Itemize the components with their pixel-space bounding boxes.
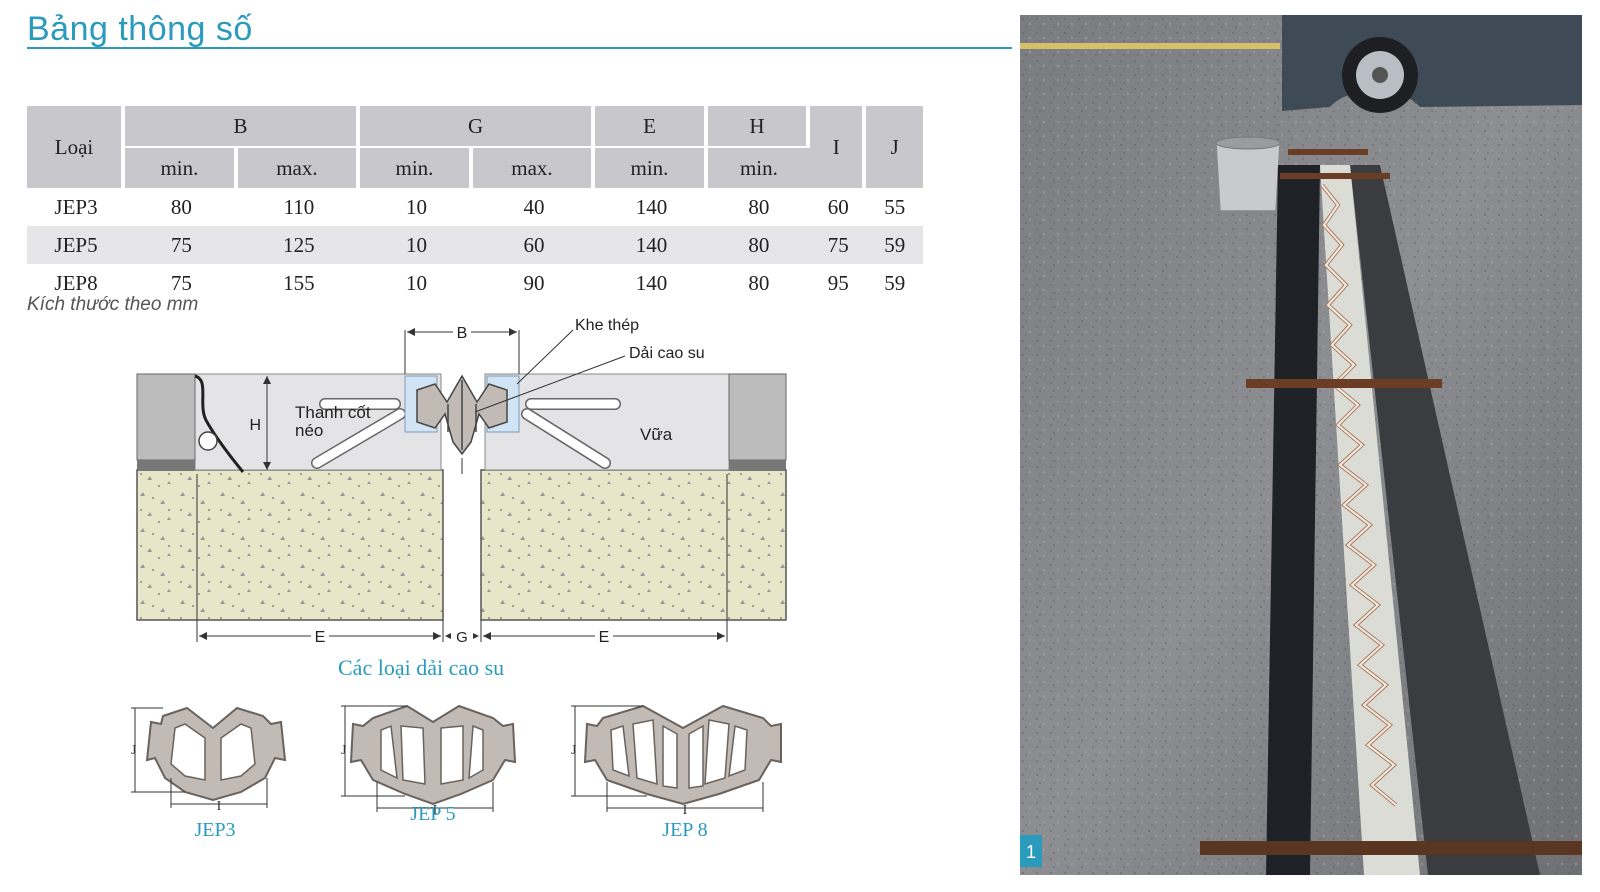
dim-h-label: H [249, 417, 261, 434]
col-header-g-max: max. [472, 146, 596, 188]
profile-jep3-j-label: J [131, 743, 137, 758]
table-row: JEP8 75 155 10 90 140 80 95 59 [27, 264, 923, 302]
unit-note: Kích thước theo mm [27, 294, 199, 315]
profile-jep8-i-label: I [683, 803, 688, 818]
label-dai-cao-su: Dải cao su [629, 345, 705, 362]
col-header-b: B [125, 106, 361, 146]
cell-j: 59 [866, 226, 923, 264]
photo-badge: 1 [1026, 842, 1036, 862]
profile-jep5-name: JEP 5 [410, 803, 455, 825]
cell-j: 55 [884, 194, 906, 219]
cell-type: JEP5 [27, 226, 125, 264]
profile-jep8-j-label: J [571, 743, 577, 758]
table-header-row: Loại B G E H I J [27, 106, 923, 188]
section-title-rubber-types: Các loại dải cao su [338, 655, 505, 680]
col-header-b-max: max. [237, 146, 361, 188]
table-row: JEP5 75 125 10 60 140 80 75 59 [27, 226, 923, 264]
title-rule [27, 47, 1012, 49]
dim-b-label: B [457, 325, 468, 342]
cell-g-max: 60 [472, 226, 596, 264]
col-header-g-min: min. [360, 146, 473, 188]
page-title: Bảng thông số [27, 10, 253, 48]
cell-i: 75 [809, 226, 867, 264]
cell-b-min: 80 [170, 194, 192, 219]
profile-jep3: J I JEP3 [131, 706, 287, 841]
profile-jep5: J I JEP 5 [341, 704, 517, 825]
cell-b-min: 75 [170, 270, 192, 295]
table-row: JEP3 80 110 10 40 140 80 60 55 [27, 188, 923, 226]
dim-g-label: G [456, 629, 468, 646]
profile-jep8-name: JEP 8 [662, 819, 707, 841]
cell-type: JEP3 [54, 194, 98, 219]
rubber-profiles: J I JEP3 J I JEP 5 J [131, 704, 782, 841]
label-khe-thep: Khe thép [575, 317, 639, 334]
col-header-h: H [707, 106, 810, 146]
installation-photo: 1 [1020, 15, 1582, 875]
cell-j: 59 [884, 270, 906, 295]
cell-h-min: 80 [707, 226, 810, 264]
cell-b-max: 125 [237, 226, 361, 264]
col-header-type: Loại [27, 106, 125, 188]
profile-jep5-i-label: I [433, 803, 438, 818]
col-header-g: G [360, 106, 596, 146]
cell-i: 60 [827, 194, 849, 219]
cell-b-max: 155 [283, 270, 315, 295]
col-header-j: J [866, 106, 923, 188]
cell-i: 95 [827, 270, 849, 295]
col-header-i: I [809, 106, 867, 188]
cell-g-min: 10 [405, 194, 427, 219]
cell-g-max: 40 [523, 194, 545, 219]
cell-e-min: 140 [595, 226, 708, 264]
cell-g-min: 10 [405, 270, 427, 295]
cell-h-min: 80 [748, 194, 770, 219]
table-subheader-row: min. max. min. max. min. min. [27, 146, 923, 188]
dim-e-right-label: E [599, 629, 610, 646]
cell-type: JEP8 [54, 270, 98, 295]
col-header-h-min: min. [707, 146, 810, 188]
col-header-e-min: min. [595, 146, 708, 188]
profile-jep3-name: JEP3 [194, 819, 235, 841]
col-header-b-min: min. [125, 146, 238, 188]
profile-jep8: J I JEP 8 [571, 704, 782, 841]
cell-h-min: 80 [748, 270, 770, 295]
spec-table: Loại B G E H I J min. max. min. max. min… [27, 106, 923, 302]
cell-e-min: 140 [635, 194, 668, 219]
label-vua: Vữa [640, 425, 673, 444]
profile-jep5-j-label: J [341, 743, 347, 758]
label-thanh-cot-neo-line2: néo [295, 421, 323, 440]
dim-e-left-label: E [315, 629, 326, 646]
cell-g-min: 10 [360, 226, 473, 264]
cell-e-min: 140 [635, 270, 668, 295]
cell-b-max: 110 [283, 194, 315, 219]
profile-jep3-i-label: I [217, 799, 222, 814]
col-header-e: E [595, 106, 708, 146]
cell-g-max: 90 [523, 270, 545, 295]
label-thanh-cot-neo: Thanh cốt [295, 403, 371, 422]
joint-cross-section-diagram: B H Khe thép Dải cao su Thanh cốt néo Vữ… [136, 317, 787, 646]
cell-b-min: 75 [125, 226, 238, 264]
